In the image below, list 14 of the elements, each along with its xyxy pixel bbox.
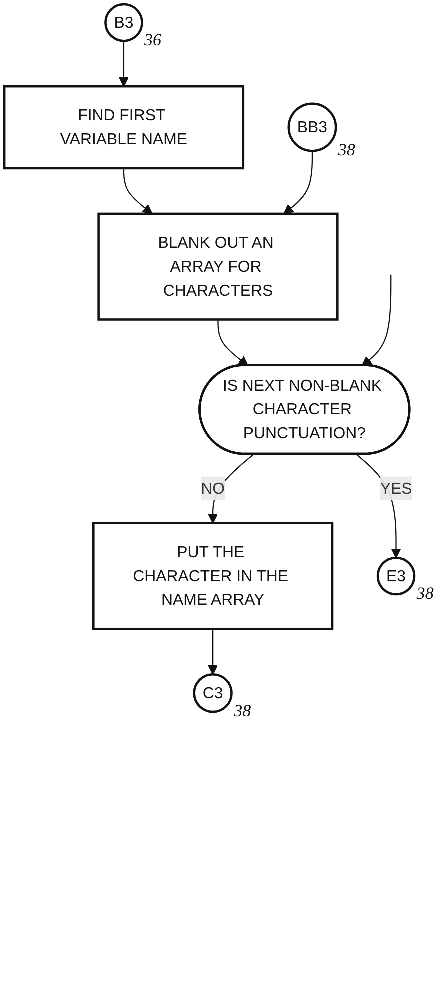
process-box: BLANK OUT AN ARRAY FOR CHARACTERS xyxy=(98,212,339,321)
process-box: FIND FIRST VARIABLE NAME xyxy=(3,85,245,170)
page-number: 38 xyxy=(338,140,356,160)
connector-circle: C3 xyxy=(193,673,233,714)
edge-label: YES xyxy=(380,476,412,501)
process-box: PUT THE CHARACTER IN THE NAME ARRAY xyxy=(92,522,334,630)
connector-circle: E3 xyxy=(376,556,416,596)
page-number: 36 xyxy=(144,30,162,50)
decision-box: IS NEXT NON-BLANK CHARACTER PUNCTUATION? xyxy=(198,364,411,456)
connector-circle: BB3 xyxy=(288,102,338,152)
edge-label: NO xyxy=(201,476,226,501)
connector-circle: B3 xyxy=(104,3,144,42)
page-number: 38 xyxy=(234,702,252,721)
page-number: 38 xyxy=(416,584,434,604)
